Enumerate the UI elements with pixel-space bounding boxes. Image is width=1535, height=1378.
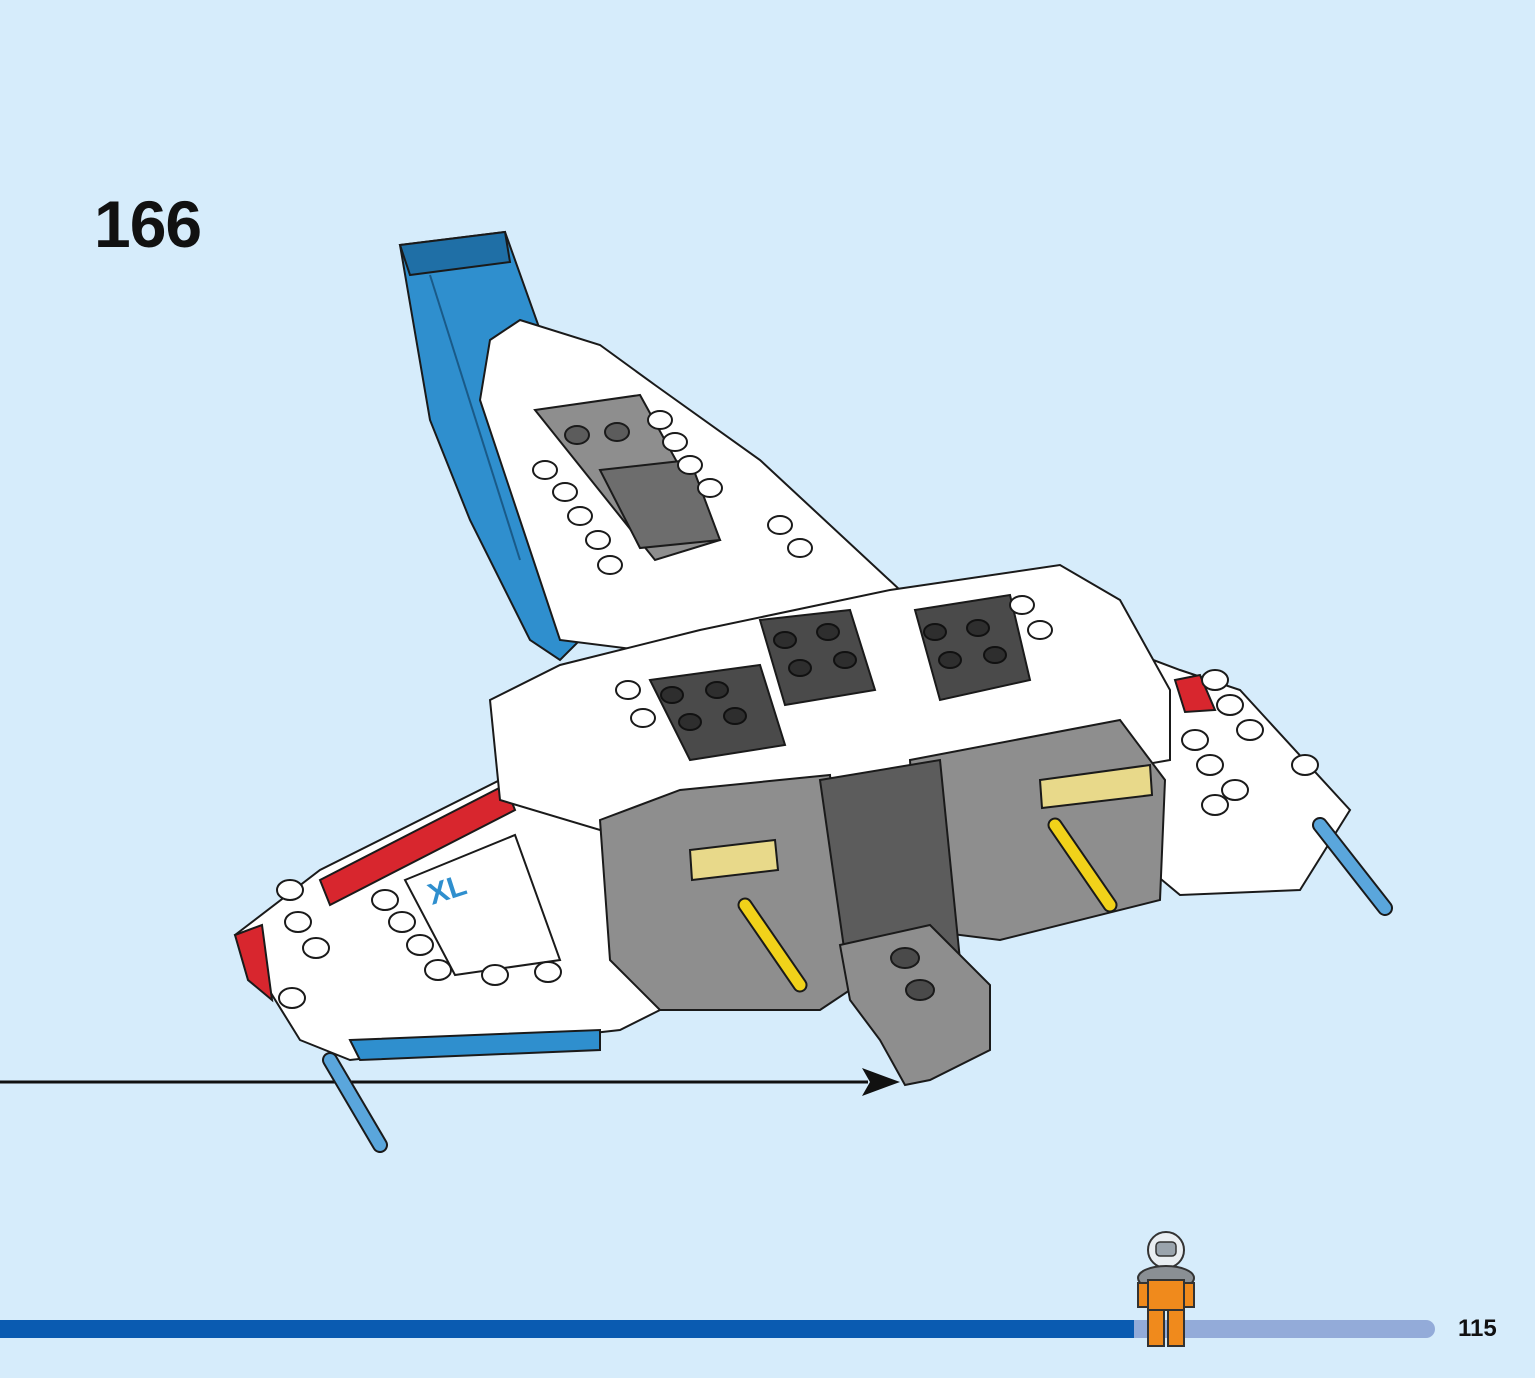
upper-studs	[532, 410, 813, 575]
insertion-arrow	[0, 1068, 900, 1096]
astronaut-minifig-icon	[1137, 1231, 1195, 1347]
progress-bar-fill	[0, 1320, 1134, 1338]
left-thruster	[322, 1052, 388, 1153]
step-number: 166	[94, 187, 202, 261]
right-thruster	[1312, 817, 1393, 916]
yellow-axles	[737, 817, 1118, 993]
central-white-studs	[615, 595, 1053, 728]
right-wing-studs	[1181, 669, 1319, 816]
left-wing-studs	[276, 879, 562, 1009]
engine-bay-studs	[660, 619, 1007, 731]
page-number: 115	[1458, 1315, 1497, 1342]
bottom-hinge-plate	[838, 923, 991, 1087]
upper-gray-studs	[564, 422, 630, 445]
left-wing	[233, 758, 662, 1062]
progress-bar	[0, 1320, 1435, 1338]
